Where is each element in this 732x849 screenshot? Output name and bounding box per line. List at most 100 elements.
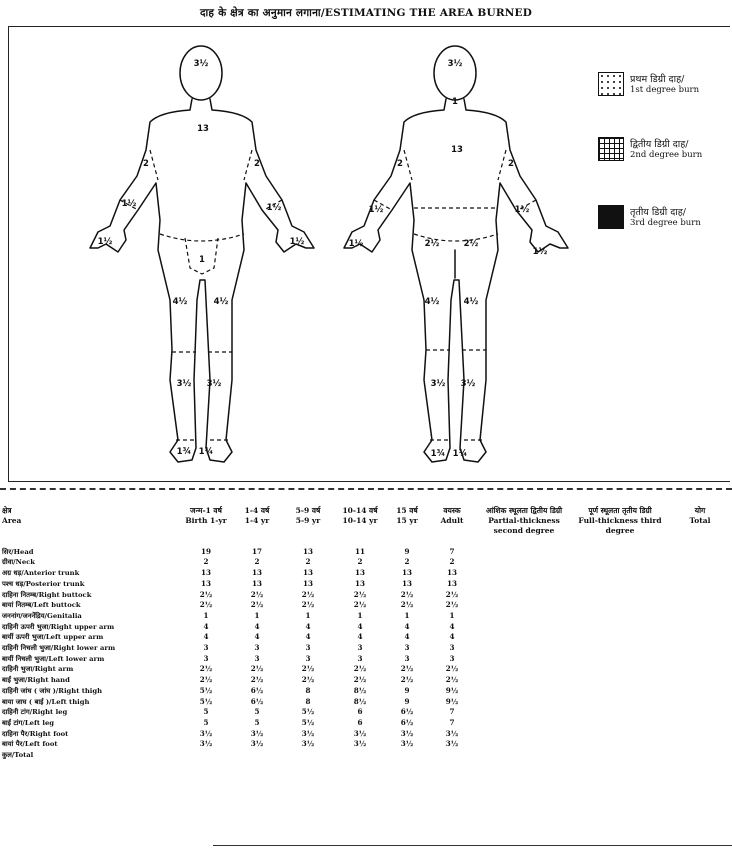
back-label-thigh-left: 4½	[464, 296, 479, 307]
blank-entry-cell[interactable]	[668, 707, 732, 718]
blank-entry-cell[interactable]	[572, 707, 668, 718]
blank-entry-cell[interactable]	[572, 697, 668, 708]
blank-entry-cell[interactable]	[572, 654, 668, 665]
blank-entry-cell[interactable]	[668, 590, 732, 601]
blank-entry-cell[interactable]	[476, 664, 572, 675]
percent-cell: 4	[334, 622, 386, 633]
percent-cell: 3	[282, 643, 334, 654]
percent-cell: 13	[232, 579, 282, 590]
blank-entry-cell[interactable]	[476, 643, 572, 654]
percent-cell: 2½	[334, 675, 386, 686]
blank-entry-cell[interactable]	[668, 750, 732, 761]
blank-entry-cell[interactable]	[572, 568, 668, 579]
blank-entry-cell[interactable]	[668, 547, 732, 558]
blank-entry-cell[interactable]	[476, 557, 572, 568]
blank-entry-cell[interactable]	[668, 600, 732, 611]
blank-entry-cell[interactable]	[476, 739, 572, 750]
blank-entry-cell[interactable]	[476, 718, 572, 729]
blank-entry-cell[interactable]	[668, 729, 732, 740]
table-row: दाहिनी टांग/Right leg555½66½7	[0, 707, 732, 718]
blank-entry-cell[interactable]	[476, 654, 572, 665]
blank-entry-cell[interactable]	[572, 675, 668, 686]
percent-cell: 2½	[428, 675, 476, 686]
blank-entry-cell[interactable]	[668, 686, 732, 697]
percent-cell: 13	[282, 579, 334, 590]
front-label-leg-left: 3½	[207, 378, 222, 389]
blank-entry-cell[interactable]	[572, 547, 668, 558]
row-area-label: दाहिनी निचली भुजा/Right lower arm	[0, 643, 180, 654]
row-area-label: दाहिना नितम्ब/Right buttock	[0, 590, 180, 601]
blank-entry-cell[interactable]	[572, 718, 668, 729]
blank-entry-cell[interactable]	[668, 643, 732, 654]
blank-entry-cell[interactable]	[668, 697, 732, 708]
blank-entry-cell[interactable]	[572, 729, 668, 740]
blank-entry-cell[interactable]	[668, 739, 732, 750]
header-row-english: Area Birth 1-yr 1-4 yr 5-9 yr 10-14 yr 1…	[0, 516, 732, 536]
legend-label-english: 2nd degree burn	[630, 150, 702, 160]
percent-cell: 9½	[428, 697, 476, 708]
blank-entry-cell[interactable]	[572, 643, 668, 654]
blank-entry-cell[interactable]	[572, 557, 668, 568]
blank-entry-cell[interactable]	[476, 750, 572, 761]
percent-cell: 3	[180, 643, 232, 654]
row-area-label: जननांग/जननेंद्रिय/Genitalia	[0, 611, 180, 622]
blank-entry-cell[interactable]	[668, 557, 732, 568]
blank-entry-cell[interactable]	[476, 568, 572, 579]
header-area-hindi: क्षेत्र	[0, 506, 180, 516]
back-label-hand-right: 1½	[349, 238, 364, 249]
row-area-label: बायां पैर/Left foot	[0, 739, 180, 750]
blank-entry-cell[interactable]	[476, 590, 572, 601]
blank-entry-cell[interactable]	[476, 729, 572, 740]
blank-entry-cell[interactable]	[572, 750, 668, 761]
percent-cell: 2½	[334, 590, 386, 601]
back-label-neck: 1	[452, 97, 458, 107]
blank-entry-cell[interactable]	[572, 664, 668, 675]
front-body-figure	[90, 46, 314, 462]
back-label-upper-arm-left: 2	[508, 159, 514, 169]
percent-cell: 13	[386, 579, 428, 590]
blank-entry-cell[interactable]	[572, 739, 668, 750]
blank-entry-cell[interactable]	[668, 675, 732, 686]
blank-entry-cell[interactable]	[668, 654, 732, 665]
header-col-hindi: 10-14 वर्ष	[334, 506, 386, 516]
blank-entry-cell[interactable]	[476, 686, 572, 697]
percent-cell: 3½	[282, 739, 334, 750]
blank-entry-cell[interactable]	[476, 707, 572, 718]
blank-entry-cell[interactable]	[668, 568, 732, 579]
percent-cell: 9	[386, 686, 428, 697]
percent-cell: 1	[232, 611, 282, 622]
blank-entry-cell[interactable]	[668, 632, 732, 643]
blank-entry-cell[interactable]	[476, 547, 572, 558]
front-label-thigh-left: 4½	[214, 296, 229, 307]
blank-entry-cell[interactable]	[668, 579, 732, 590]
blank-entry-cell[interactable]	[476, 622, 572, 633]
percent-cell: 2½	[282, 600, 334, 611]
percent-cell: 5	[180, 707, 232, 718]
blank-entry-cell[interactable]	[572, 579, 668, 590]
blank-entry-cell[interactable]	[668, 611, 732, 622]
percent-cell: 5	[232, 707, 282, 718]
blank-entry-cell[interactable]	[572, 600, 668, 611]
blank-entry-cell[interactable]	[668, 718, 732, 729]
blank-entry-cell[interactable]	[476, 697, 572, 708]
percent-cell: 3	[428, 643, 476, 654]
blank-entry-cell[interactable]	[476, 611, 572, 622]
back-label-buttock-left: 2½	[464, 238, 479, 249]
blank-entry-cell[interactable]	[572, 632, 668, 643]
blank-entry-cell[interactable]	[572, 611, 668, 622]
blank-entry-cell[interactable]	[572, 590, 668, 601]
blank-entry-cell[interactable]	[476, 675, 572, 686]
blank-entry-cell[interactable]	[572, 686, 668, 697]
blank-entry-cell[interactable]	[668, 622, 732, 633]
blank-entry-cell[interactable]	[572, 622, 668, 633]
back-label-upper-arm-right: 2	[397, 159, 403, 169]
blank-entry-cell[interactable]	[476, 632, 572, 643]
blank-entry-cell[interactable]	[476, 600, 572, 611]
percent-cell: 1	[386, 611, 428, 622]
header-col-english: 15 yr	[386, 516, 428, 536]
percent-cell: 2½	[180, 590, 232, 601]
percent-cell: 2½	[180, 664, 232, 675]
blank-entry-cell[interactable]	[476, 579, 572, 590]
blank-entry-cell[interactable]	[668, 664, 732, 675]
